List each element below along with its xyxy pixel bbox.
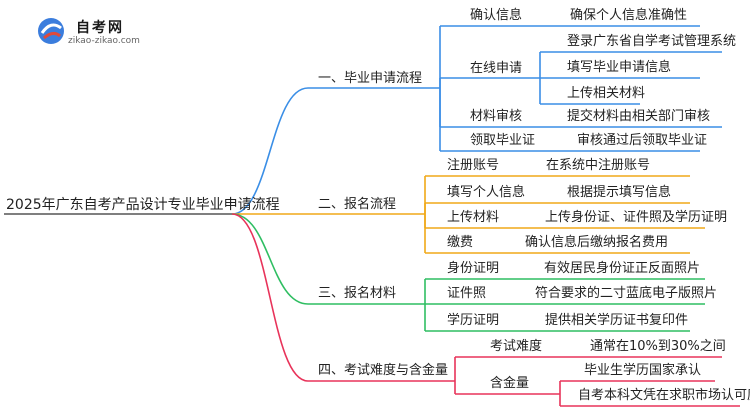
- branch-2-node-1-leaf-1: 在系统中注册账号: [546, 158, 651, 173]
- logo-mark-icon: [38, 18, 64, 44]
- branch-1-node-1: 确认信息: [470, 8, 523, 23]
- branch-3-label: 三、报名材料: [318, 286, 397, 301]
- branch-2-node-2: 填写个人信息: [447, 185, 526, 200]
- branch-2-node-3: 上传材料: [447, 210, 500, 225]
- branch-2-node-4-leaf-1: 确认信息后缴纳报名费用: [525, 235, 669, 250]
- branch-3-node-3: 学历证明: [447, 313, 500, 328]
- branch-2-label: 二、报名流程: [318, 197, 397, 212]
- branch-3-node-1-leaf-1: 有效居民身份证正反面照片: [544, 261, 701, 276]
- branch-4-node-1: 考试难度: [490, 339, 543, 354]
- branch-2-node-3-leaf-1: 上传身份证、证件照及学历证明: [545, 210, 728, 225]
- branch-2-node-1: 注册账号: [447, 158, 500, 173]
- branch-1-node-2: 在线申请: [470, 61, 523, 76]
- branch-1-node-4: 领取毕业证: [470, 133, 536, 148]
- root-node-label: 2025年广东自考产品设计专业毕业申请流程: [6, 197, 280, 213]
- branch-1-node-1-leaf-1: 确保个人信息准确性: [570, 8, 688, 23]
- branch-4-node-2-leaf-2: 自考本科文凭在求职市场认可度高: [578, 388, 750, 403]
- branch-3-node-2: 证件照: [447, 286, 487, 301]
- branch-3-node-3-leaf-1: 提供相关学历证书复印件: [545, 313, 689, 328]
- branch-1-node-2-leaf-3: 上传相关材料: [567, 86, 646, 101]
- branch-1-node-3-leaf-1: 提交材料由相关部门审核: [567, 109, 711, 124]
- branch-4-node-1-leaf-1: 通常在10%到30%之间: [590, 339, 726, 354]
- branch-2-node-4: 缴费: [447, 235, 474, 250]
- site-logo[interactable]: 自考网 zikao-zikao.com: [28, 14, 178, 54]
- branch-3-node-1: 身份证明: [447, 261, 500, 276]
- branch-4-connector: [231, 213, 309, 382]
- branch-4-label: 四、考试难度与含金量: [318, 363, 449, 378]
- branch-1-node-2-leaf-1: 登录广东省自学考试管理系统: [567, 34, 737, 49]
- branch-1-node-3: 材料审核: [470, 109, 523, 124]
- logo-url: zikao-zikao.com: [68, 36, 140, 46]
- branch-1-label: 一、毕业申请流程: [318, 71, 423, 86]
- branch-1-node-4-leaf-1: 审核通过后领取毕业证: [577, 133, 708, 148]
- branch-4-node-2: 含金量: [490, 376, 530, 391]
- branch-3-node-2-leaf-1: 符合要求的二寸蓝底电子版照片: [535, 286, 718, 301]
- branch-1-node-2-leaf-2: 填写毕业申请信息: [567, 60, 672, 75]
- branch-1-connector: [231, 87, 309, 215]
- branch-4-node-2-leaf-1: 毕业生学历国家承认: [584, 363, 702, 378]
- branch-2-node-2-leaf-1: 根据提示填写信息: [567, 185, 672, 200]
- branch-3-connector: [231, 213, 309, 305]
- logo-title: 自考网: [76, 20, 124, 36]
